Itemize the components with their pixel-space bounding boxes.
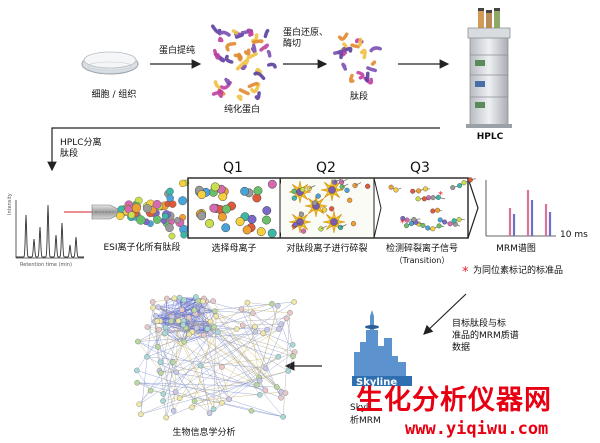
skyline-caption-line2: 析MRM	[350, 416, 381, 426]
esi-nozzle-icon	[91, 204, 119, 220]
extraction-label: 蛋白提纯	[158, 46, 196, 56]
hplc-instrument-icon	[466, 8, 512, 128]
petri-dish-icon	[81, 51, 139, 75]
transition-label: （Transition）	[394, 256, 450, 265]
watermark-url: www.yiqiwu.com	[405, 419, 549, 439]
network-graph	[134, 294, 298, 421]
time-scale-label: 10 ms	[560, 230, 588, 240]
select-parent-label: 选择母离子	[211, 244, 257, 254]
isotope-star-icon: *	[462, 265, 469, 280]
q3-label: Q3	[410, 160, 430, 176]
skyline-caption-line1: Skyli	[350, 403, 371, 413]
chromatogram-xaxis-label: Retention time (min)	[20, 262, 72, 268]
q3-fragment-ions: **	[388, 177, 476, 232]
chromatogram-plot	[15, 200, 92, 259]
cells-label: 细胞 / 组织	[91, 90, 137, 100]
ion-cloud	[116, 179, 190, 240]
q1-ions	[194, 179, 277, 238]
mrm-spectrum-label: MRM谱图	[496, 244, 536, 254]
watermark-title: 生化分析仪器网	[356, 385, 552, 416]
skyline-logo-text: Skyline	[356, 377, 398, 388]
fragment-label: 对肽段离子进行碎裂	[286, 244, 368, 254]
skyline-logo-icon	[352, 310, 412, 386]
q2-label: Q2	[316, 160, 336, 176]
hplc-label: HPLC	[476, 132, 504, 142]
q2-fragmentation	[288, 178, 371, 234]
peptides-label: 肽段	[349, 92, 369, 102]
esi-label: ESI离子化所有肽段	[103, 243, 181, 253]
isotope-note-label: 为同位素标记的标准品	[473, 266, 564, 276]
hplc-separation-label: HPLC分离 肽段	[60, 138, 102, 159]
svg-text:*: *	[438, 190, 443, 201]
arrow-to-skyline	[423, 293, 467, 335]
q1-label: Q1	[223, 160, 243, 176]
purified-protein-icon	[210, 24, 277, 101]
target-data-label: 目标肽段与标 准品的MRM质谱 数据	[452, 319, 519, 353]
svg-text:*: *	[400, 218, 405, 229]
bioinformatics-label: 生物信息学分析	[172, 428, 236, 438]
pure-protein-label: 纯化蛋白	[223, 105, 261, 115]
peptide-fragments-icon	[333, 32, 382, 85]
detect-label: 检测碎裂离子信号	[385, 244, 459, 254]
chromatogram-yaxis-label: Intensity	[7, 193, 13, 215]
arrow-hplc-to-ms	[47, 127, 440, 172]
mrm-spectrum-plot	[485, 180, 556, 237]
reduction-digestion-label: 蛋白还原、 酶切	[283, 28, 329, 49]
